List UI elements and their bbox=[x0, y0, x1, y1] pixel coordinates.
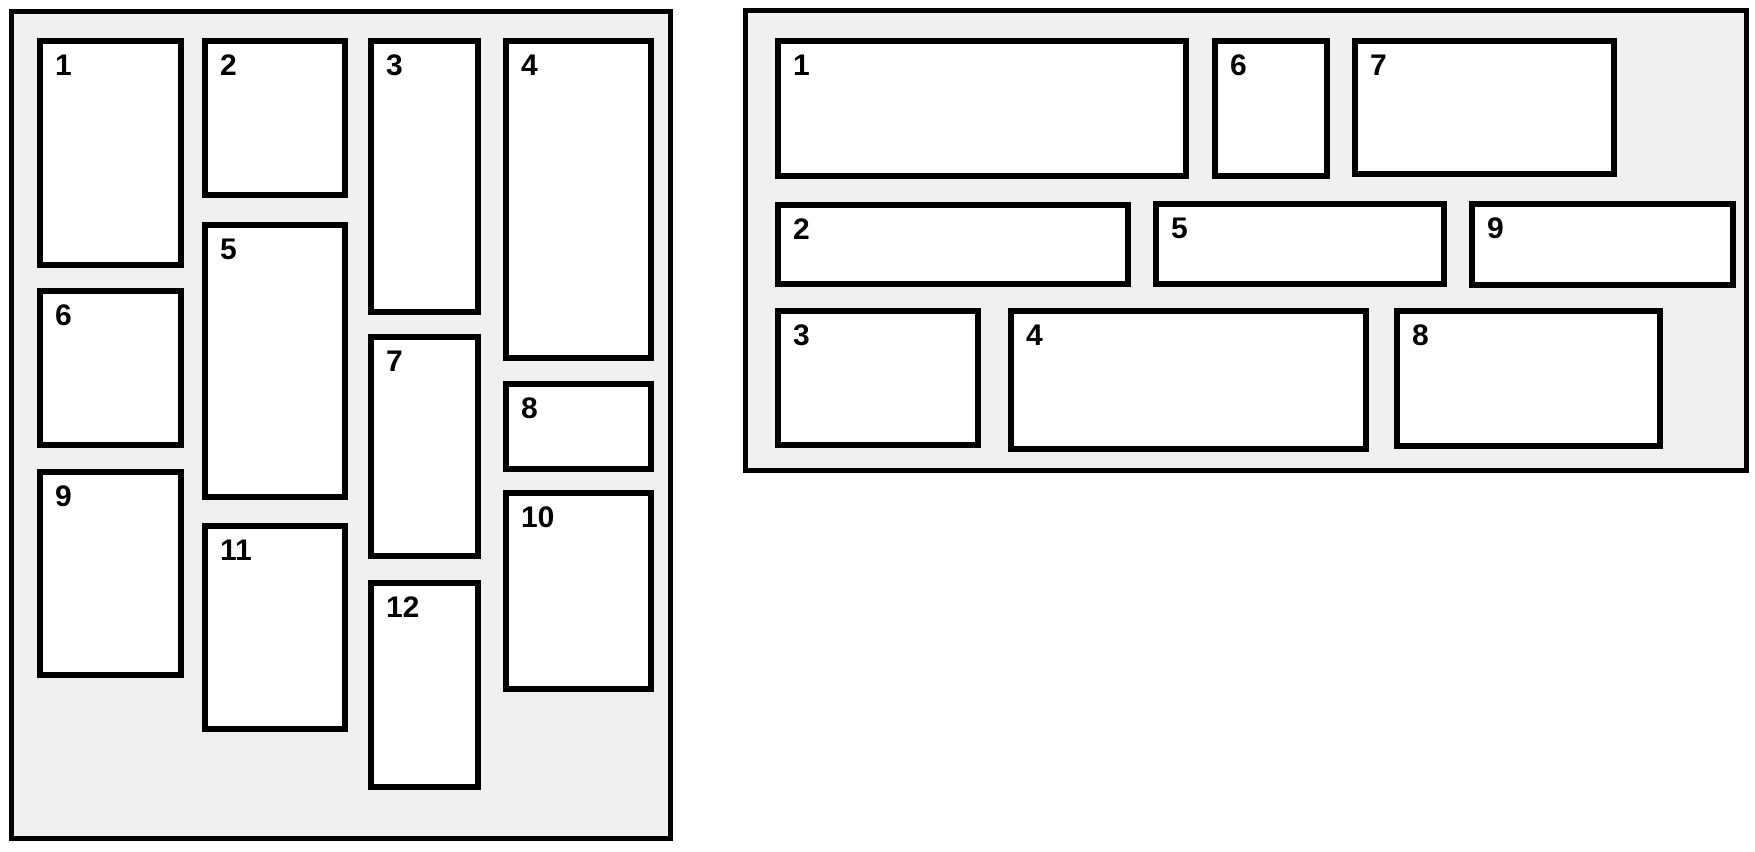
item-number-label: 5 bbox=[220, 233, 237, 266]
masonry-rows-panel-item-4: 4 bbox=[1008, 308, 1369, 452]
masonry-rows-panel-item-9: 9 bbox=[1469, 201, 1736, 288]
masonry-columns-panel-item-7: 7 bbox=[368, 334, 481, 559]
masonry-columns-panel-item-6: 6 bbox=[37, 288, 184, 448]
item-number-label: 2 bbox=[220, 49, 237, 82]
masonry-columns-panel-item-10: 10 bbox=[503, 490, 654, 692]
item-number-label: 7 bbox=[386, 345, 403, 378]
item-number-label: 2 bbox=[793, 213, 810, 246]
item-number-label: 8 bbox=[521, 392, 538, 425]
masonry-columns-panel-item-8: 8 bbox=[503, 381, 654, 472]
masonry-rows-panel: 1 2 3 4 5 6 7 8 9 bbox=[743, 8, 1749, 473]
item-number-label: 3 bbox=[793, 319, 810, 352]
item-number-label: 5 bbox=[1171, 212, 1188, 245]
item-number-label: 1 bbox=[793, 49, 810, 82]
item-number-label: 8 bbox=[1412, 319, 1429, 352]
masonry-columns-panel-item-9: 9 bbox=[37, 469, 184, 678]
masonry-rows-panel-item-7: 7 bbox=[1352, 38, 1617, 177]
item-number-label: 12 bbox=[386, 591, 420, 624]
masonry-rows-panel-item-8: 8 bbox=[1394, 308, 1663, 449]
item-number-label: 6 bbox=[55, 299, 72, 332]
item-number-label: 3 bbox=[386, 49, 403, 82]
item-number-label: 11 bbox=[220, 534, 252, 567]
masonry-columns-panel-item-11: 11 bbox=[202, 523, 348, 732]
masonry-rows-panel-item-5: 5 bbox=[1153, 201, 1447, 287]
masonry-rows-panel-item-1: 1 bbox=[775, 38, 1189, 179]
masonry-rows-panel-item-3: 3 bbox=[775, 308, 981, 448]
masonry-columns-panel-item-5: 5 bbox=[202, 222, 348, 500]
item-number-label: 9 bbox=[55, 480, 72, 513]
item-number-label: 1 bbox=[55, 49, 72, 82]
masonry-rows-panel-item-6: 6 bbox=[1212, 38, 1330, 179]
masonry-columns-panel-item-3: 3 bbox=[368, 38, 481, 315]
masonry-rows-panel-item-2: 2 bbox=[775, 202, 1131, 287]
item-number-label: 10 bbox=[521, 501, 555, 534]
masonry-columns-panel-item-4: 4 bbox=[503, 38, 654, 361]
masonry-columns-panel-item-12: 12 bbox=[368, 580, 481, 790]
item-number-label: 7 bbox=[1370, 49, 1387, 82]
item-number-label: 4 bbox=[521, 49, 538, 82]
masonry-columns-panel-item-1: 1 bbox=[37, 38, 184, 268]
item-number-label: 9 bbox=[1487, 212, 1504, 245]
masonry-columns-panel-item-2: 2 bbox=[202, 38, 348, 198]
item-number-label: 6 bbox=[1230, 49, 1247, 82]
item-number-label: 4 bbox=[1026, 319, 1043, 352]
